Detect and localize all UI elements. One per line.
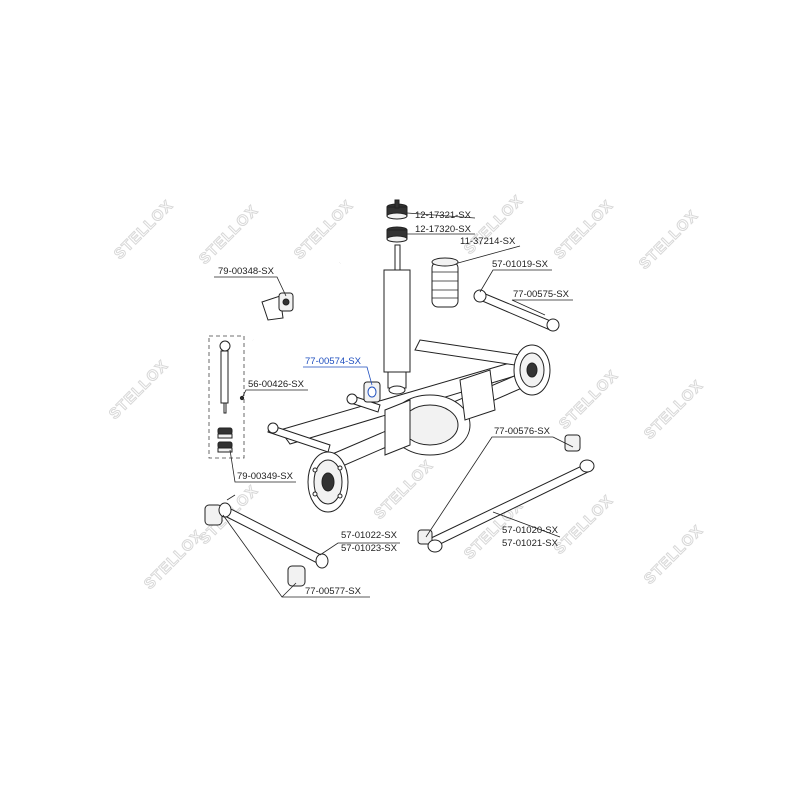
label-57-01023: 57-01023-SX bbox=[341, 543, 398, 554]
label-77-00574: 77-00574-SX bbox=[305, 356, 362, 367]
label-56-00426: 56-00426-SX bbox=[248, 379, 305, 390]
watermark: STELLOX bbox=[551, 197, 617, 263]
watermark: STELLOX bbox=[636, 207, 702, 273]
upper-control-arm bbox=[473, 289, 560, 332]
stabilizer-bar bbox=[251, 261, 342, 353]
watermark: STELLOX bbox=[196, 202, 262, 268]
watermark: STELLOX bbox=[371, 457, 437, 523]
label-57-01020: 57-01020-SX bbox=[502, 525, 559, 536]
watermark: STELLOX bbox=[641, 377, 707, 443]
bump-stop bbox=[431, 257, 459, 308]
label-77-00577: 77-00577-SX bbox=[305, 586, 362, 597]
part-labels: 12-17321-SX 12-17320-SX 11-37214-SX 57-0… bbox=[218, 210, 570, 597]
right-hub bbox=[513, 344, 551, 396]
shock-absorber bbox=[383, 244, 411, 395]
leader-lines bbox=[214, 212, 574, 598]
rear-axle bbox=[267, 339, 546, 469]
watermark: STELLOX bbox=[551, 492, 617, 558]
label-12-17321: 12-17321-SX bbox=[415, 210, 472, 221]
label-12-17320: 12-17320-SX bbox=[415, 224, 472, 235]
watermark: STELLOX bbox=[106, 357, 172, 423]
label-77-00575: 77-00575-SX bbox=[513, 289, 570, 300]
label-57-01019: 57-01019-SX bbox=[492, 259, 549, 270]
watermark: STELLOX bbox=[111, 197, 177, 263]
left-hub bbox=[307, 451, 349, 513]
stabilizer-link-assembly bbox=[208, 335, 245, 459]
watermark-layer: STELLOX STELLOX STELLOX STELLOX STELLOX … bbox=[105, 191, 707, 593]
watermark: STELLOX bbox=[641, 522, 707, 588]
label-79-00349: 79-00349-SX bbox=[237, 471, 294, 482]
stabilizer-bushing bbox=[261, 292, 294, 321]
label-57-01022: 57-01022-SX bbox=[341, 530, 398, 541]
label-77-00576: 77-00576-SX bbox=[494, 426, 551, 437]
watermark: STELLOX bbox=[291, 197, 357, 263]
label-57-01021: 57-01021-SX bbox=[502, 538, 559, 549]
shock-lower-bushing bbox=[363, 381, 381, 403]
shock-mount-bushing-upper bbox=[386, 199, 408, 220]
label-11-37214: 11-37214-SX bbox=[460, 236, 516, 247]
watermark: STELLOX bbox=[141, 527, 207, 593]
watermark: STELLOX bbox=[556, 367, 622, 433]
label-79-00348: 79-00348-SX bbox=[218, 266, 275, 277]
shock-mount-bushing-lower bbox=[386, 226, 408, 243]
